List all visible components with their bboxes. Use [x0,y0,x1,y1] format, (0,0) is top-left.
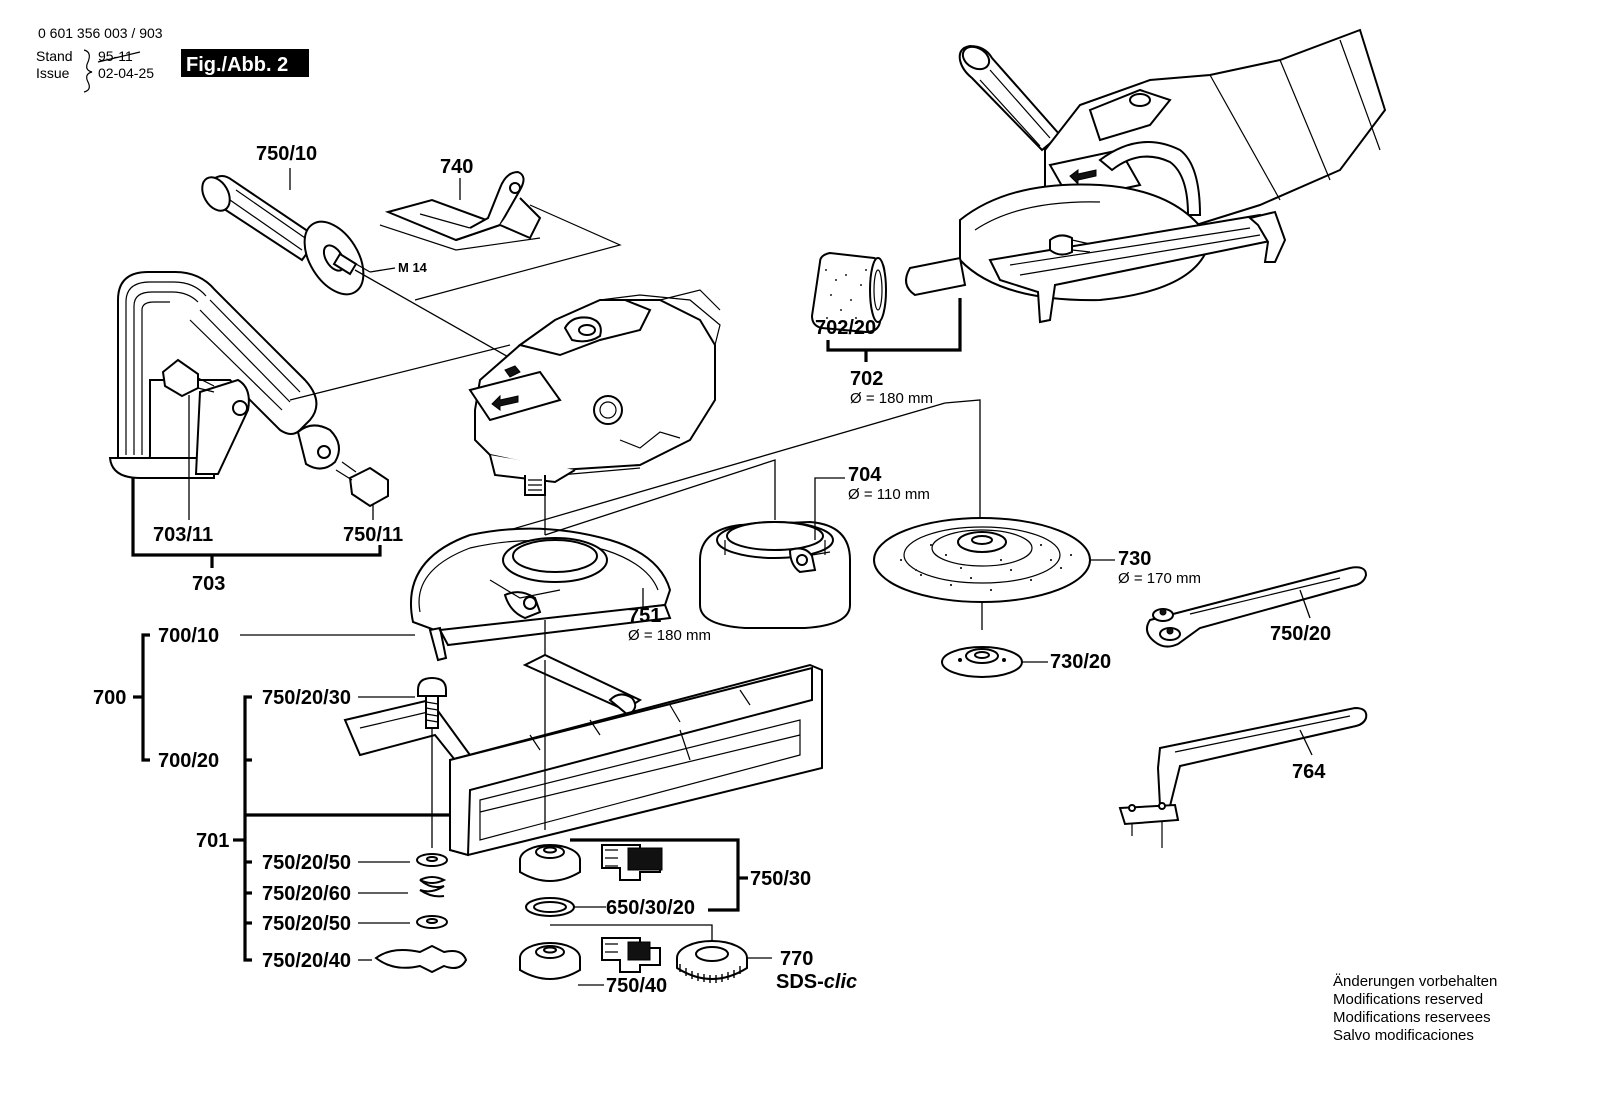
wrench-764-drawing [1118,706,1368,848]
label-770: 770 [780,948,813,970]
flange-730-20-drawing [941,646,1048,678]
dim-751: Ø = 180 mm [628,627,711,644]
label-700: 700 [93,687,126,709]
label-sds-clic: clic [824,971,857,993]
label-750-40: 750/40 [606,975,667,997]
dust-sleeve-702-20-drawing [810,251,887,334]
label-702-20: 702/20 [815,317,876,339]
issue-value: 02-04-25 [98,65,154,81]
leader-m14 [369,267,396,273]
label-730: 730 [1118,548,1151,570]
label-700-20: 700/20 [158,750,219,772]
hex-bolt-750-11 [348,466,389,508]
label-764: 764 [1292,761,1326,783]
side-handle-drawing [201,168,371,296]
support-plate-drawing [379,170,622,301]
label-sds: SDS-clic [776,971,857,993]
label-703-11: 703/11 [153,524,213,546]
wheel-guard-751-drawing [409,483,672,662]
label-704: 704 [848,464,882,486]
leader-handle-axis [354,269,511,359]
header-block: 0 601 356 003 / 903 Stand Issue 95-11 02… [36,25,309,93]
label-750-20-50-b: 750/20/50 [262,913,351,935]
cutting-guide-bracket-drawing [108,271,389,568]
figure-label-box [181,49,309,77]
carriage-bolt [417,676,447,697]
cutting-guide-carriage-drawing [343,653,823,857]
wing-nut [374,944,468,974]
dust-hood-704-drawing [544,459,851,629]
dim-704: Ø = 110 mm [848,486,930,503]
label-m14: M 14 [398,260,428,275]
grinding-disc-730-drawing [873,517,1115,630]
label-751: 751 [628,605,661,627]
dim-730: Ø = 170 mm [1118,570,1201,587]
label-750-20: 750/20 [1270,623,1331,645]
strikethrough-mark [97,51,141,63]
mounting-plate [194,378,250,475]
figure-label: Fig./Abb. 2 [186,54,288,76]
doc-number: 0 601 356 003 / 903 [38,25,163,41]
label-sds-prefix: SDS- [776,971,824,993]
label-750-20-30: 750/20/30 [262,687,351,709]
issue-label: Issue [36,65,70,81]
bail-handle [1098,141,1202,216]
note-line-3: Modifications reservees [1333,1009,1491,1026]
label-740: 740 [440,156,473,178]
note-line-2: Modifications reserved [1333,991,1483,1008]
note-line-4: Salvo modificaciones [1333,1027,1474,1044]
leader-702-guard [474,402,946,541]
screw-and-washer-stack-drawing [374,676,468,974]
label-750-30: 750/30 [750,868,811,890]
pin-spanner-750-20-drawing [1145,566,1368,648]
label-750-20-50-a: 750/20/50 [262,852,351,874]
label-702: 702 [850,368,883,390]
assembly-bracket-lines [133,633,450,962]
label-700-10: 700/10 [158,625,219,647]
label-701: 701 [196,830,229,852]
label-730-20: 730/20 [1050,651,1111,673]
assembled-grinder-with-guide-drawing [826,28,1387,362]
label-750-20-60: 750/20/60 [262,883,351,905]
label-650-30-20: 650/30/20 [606,897,695,919]
leader-bracket-axis [289,344,511,401]
stand-label: Stand [36,48,73,64]
label-703: 703 [192,573,225,595]
note-line-1: Änderungen vorbehalten [1333,973,1497,990]
dim-702: Ø = 180 mm [850,390,933,407]
label-750-10: 750/10 [256,143,317,165]
label-750-11: 750/11 [343,524,403,546]
modifications-notice: Änderungen vorbehalten Modifications res… [1333,973,1497,1044]
label-750-20-40: 750/20/40 [262,950,351,972]
angle-grinder-drawing [468,289,721,496]
leader-702-disc [944,399,981,535]
brace-icon [83,49,93,93]
stand-value: 95-11 [98,48,133,64]
clamping-nuts-drawing [519,838,772,986]
